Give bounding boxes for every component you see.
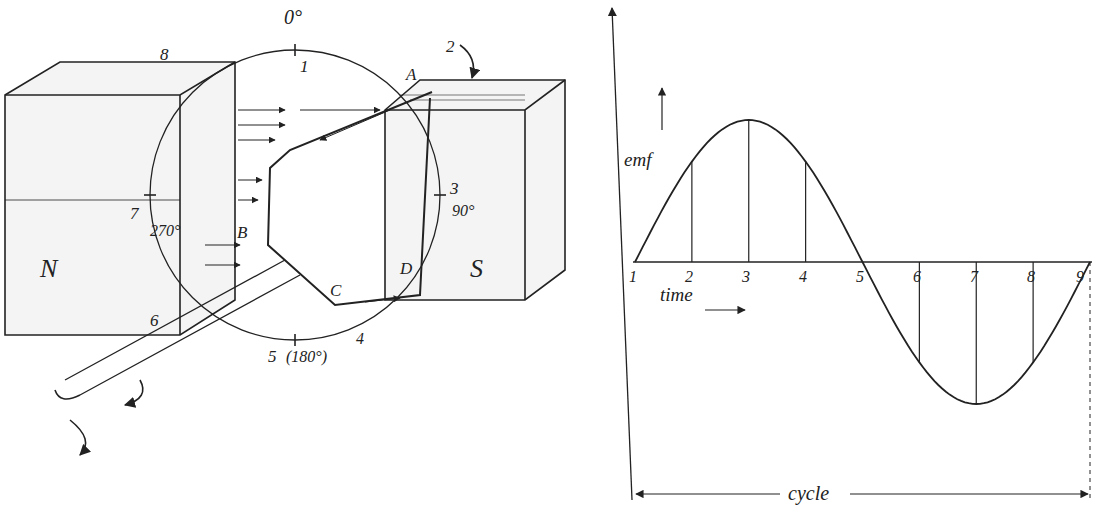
position-number: 5 xyxy=(268,348,277,367)
graph-point: 3 xyxy=(742,268,750,286)
position-number: 8 xyxy=(160,46,169,65)
graph-point: 1 xyxy=(629,268,637,286)
graph-point: 7 xyxy=(970,268,978,286)
coil-corner: B xyxy=(237,224,247,243)
axis-label: time xyxy=(660,285,693,306)
position-number: 7 xyxy=(130,205,139,224)
position-number: 6 xyxy=(150,312,159,331)
position-number: 1 xyxy=(300,58,309,77)
angle-label: 0° xyxy=(284,6,302,28)
position-number: 2 xyxy=(446,38,455,57)
graph-point: 5 xyxy=(856,268,864,286)
pole-letter: N xyxy=(40,255,57,284)
position-number: 3 xyxy=(450,180,459,199)
coil-corner: D xyxy=(400,260,412,279)
graph-point: 9 xyxy=(1076,268,1084,286)
pole-letter: S xyxy=(470,255,483,284)
dimension-label: cycle xyxy=(788,482,829,504)
coil-corner: C xyxy=(330,282,341,301)
ordinate-line xyxy=(691,162,692,262)
ordinate-line xyxy=(748,120,749,262)
angle-label: (180°) xyxy=(286,348,327,366)
angle-label: 270° xyxy=(150,222,180,240)
coil-corner: A xyxy=(406,66,416,85)
angle-label: 90° xyxy=(452,202,474,220)
ordinate-line xyxy=(805,162,806,262)
position-number: 4 xyxy=(356,330,364,348)
graph-point: 2 xyxy=(685,268,693,286)
axis-label: emf xyxy=(624,150,651,171)
graph-point: 4 xyxy=(799,268,807,286)
graph-point: 6 xyxy=(913,268,921,286)
graph-point: 8 xyxy=(1027,268,1035,286)
